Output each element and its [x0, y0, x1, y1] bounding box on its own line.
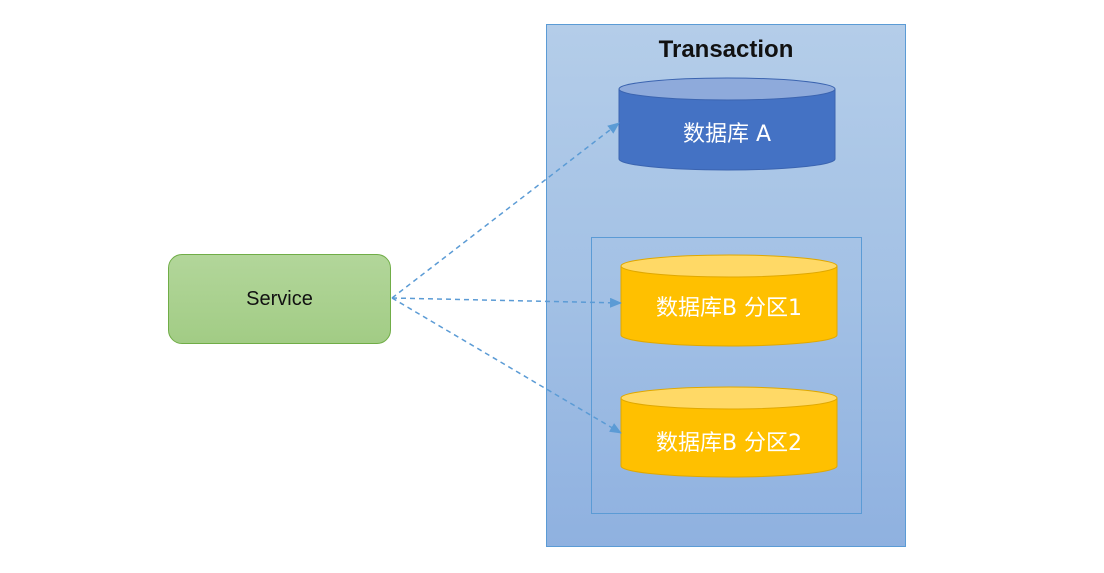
database-b-partition-group: [591, 237, 862, 514]
database-b-partition-1-label: 数据库B 分区1: [655, 296, 803, 321]
database-b-partition-1-top: [620, 254, 838, 278]
database-a-label: 数据库 A: [682, 122, 772, 147]
database-b-partition-2-body: [620, 398, 838, 478]
database-b-partition-1-cylinder: [620, 254, 838, 347]
arrow-service-to-partition-2: [391, 297, 622, 434]
database-a-cylinder: [618, 77, 836, 171]
service-node: Service: [168, 254, 391, 344]
service-label: Service: [246, 287, 313, 310]
database-a-top: [618, 77, 836, 101]
transaction-title: Transaction: [658, 36, 794, 63]
database-b-partition-1-body: [620, 266, 838, 347]
database-b-partition-2-label: 数据库B 分区2: [655, 431, 803, 456]
arrow-service-to-database-a: [391, 122, 620, 299]
arrow-service-to-partition-1: [391, 297, 622, 308]
database-b-partition-2-cylinder: [620, 386, 838, 478]
database-b-partition-2-top: [620, 386, 838, 410]
database-a-body: [618, 89, 836, 171]
